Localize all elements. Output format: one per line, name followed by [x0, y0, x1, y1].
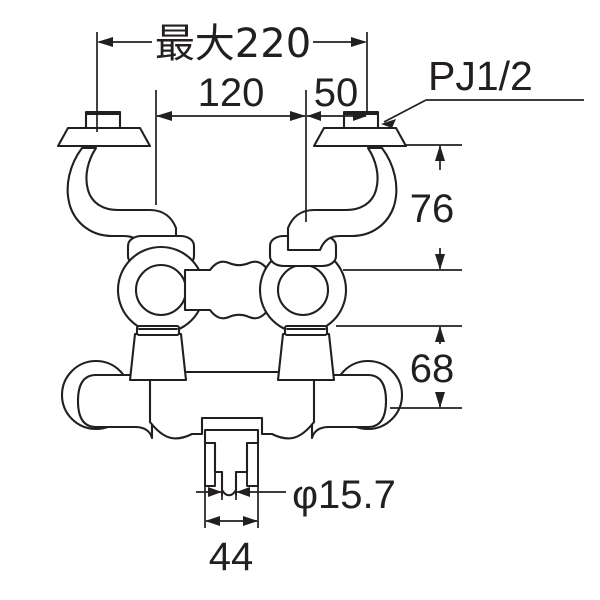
left-handle-knob-cap	[135, 324, 181, 337]
arrowhead-220-right	[351, 37, 367, 47]
left-wall-flange	[56, 126, 152, 148]
right-wall-flange	[312, 126, 408, 148]
dimension-leg-offset: 50	[307, 71, 367, 121]
arrowhead-68-bottom	[435, 392, 445, 408]
left-handle-inner-ring	[134, 263, 188, 317]
dim-label-spout-bore: φ15.7	[292, 473, 396, 517]
spout-shell-right	[246, 442, 259, 487]
arrowhead-220-left	[97, 37, 113, 47]
left-inlet-nipple	[84, 110, 122, 130]
dim-label-spout-width: 44	[209, 535, 254, 579]
arrowhead-120-left	[156, 111, 172, 121]
arrowhead-bore-left	[208, 487, 222, 497]
arrowhead-bore-right	[236, 487, 250, 497]
arrowhead-44-left	[205, 516, 220, 526]
dimension-center-span: 120	[155, 71, 307, 222]
front-center-bar	[148, 370, 316, 440]
callout-thread-spec: PJ1/2	[381, 53, 584, 128]
right-handle-inner-ring	[276, 263, 330, 317]
dimension-body-height: 68	[336, 325, 462, 409]
dimension-overall-width: 最大220	[96, 21, 368, 132]
dim-label-center-span: 120	[198, 71, 265, 115]
dim-label-overall-width: 最大220	[155, 21, 311, 67]
left-handle-knob	[128, 332, 188, 382]
arrowhead-44-right	[243, 516, 258, 526]
callout-label-thread-spec: PJ1/2	[428, 53, 533, 99]
arrowhead-50-left	[307, 111, 321, 121]
right-leg-tube	[286, 146, 398, 252]
right-handle-knob	[276, 332, 336, 382]
arrowhead-68-top	[435, 326, 445, 342]
dim-label-body-height: 68	[410, 347, 455, 391]
dim-label-leg-offset: 50	[314, 71, 359, 115]
dimension-projection-depth: 76	[343, 144, 462, 271]
dimension-spout-bore: φ15.7	[196, 473, 396, 517]
spout-shell-left	[204, 442, 216, 487]
arrowhead-pj-leader	[381, 119, 396, 128]
left-leg-tube	[66, 146, 178, 252]
front-view-group	[60, 324, 404, 497]
top-view-group	[56, 110, 408, 335]
arrowhead-76-top	[435, 145, 445, 161]
arrowhead-120-right	[290, 111, 306, 121]
arrowhead-50-right	[353, 111, 367, 121]
right-handle-knob-cap	[283, 324, 329, 337]
arrowhead-76-bottom	[435, 254, 445, 270]
leader-diagonal-pj	[383, 99, 427, 123]
dim-label-projection-depth: 76	[410, 187, 455, 231]
dimension-spout-width: 44	[204, 444, 259, 579]
